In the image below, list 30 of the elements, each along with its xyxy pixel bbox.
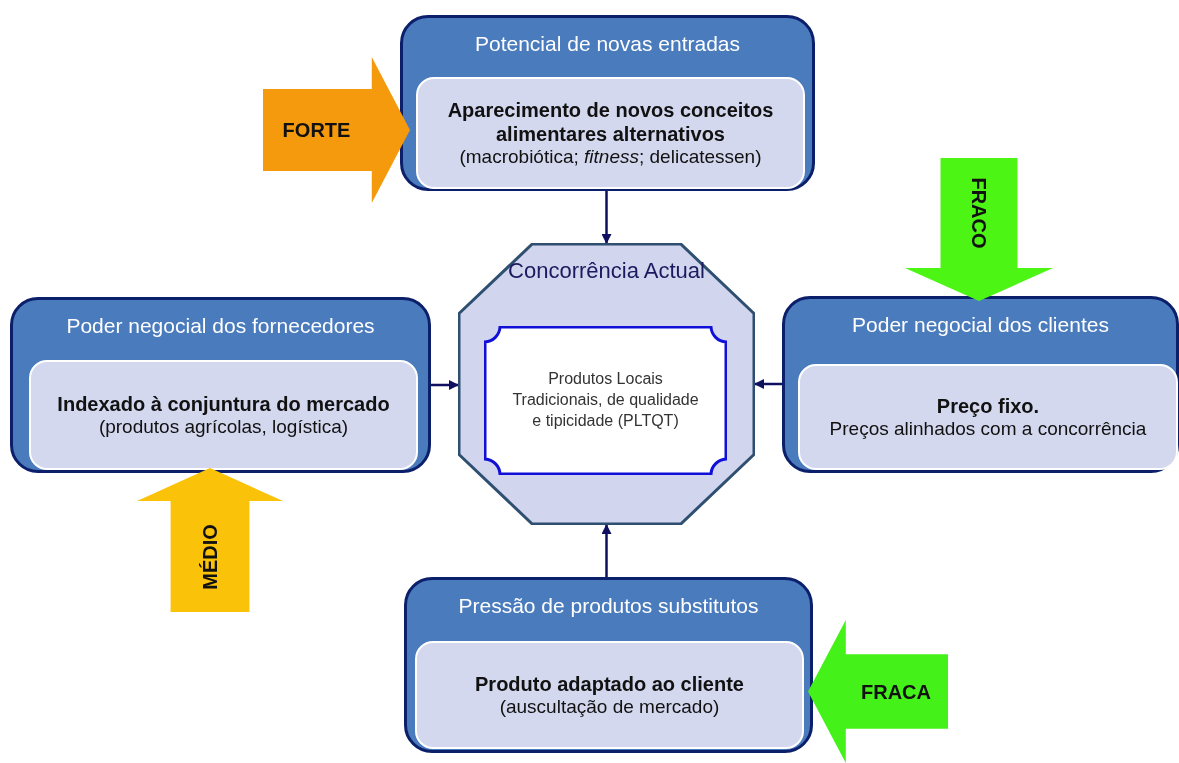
arrow [754, 379, 782, 389]
strength-label: FRACO [967, 176, 991, 249]
panel-heading: Produto adaptado ao cliente [475, 671, 744, 696]
panel-text: (macrobiótica; fitness; delicatessen) [459, 145, 762, 169]
octagon-heading: Concorrência Actual [507, 257, 706, 285]
frame-text: Produtos Locais Tradicionais, de qualidade e tipicidade (PLTQT) [511, 369, 700, 431]
panel-heading: Aparecimento de novos conceitos alimentares alternativos [446, 97, 775, 146]
panel-text: (produtos agrícolas, logística) [98, 415, 349, 439]
content-panel [416, 77, 805, 189]
strength-label: MÉDIO [198, 524, 222, 590]
strength-label: FORTE [282, 118, 351, 143]
panel-heading: Preço fixo. [936, 393, 1040, 418]
force-box [10, 297, 431, 473]
content-panel [29, 360, 418, 470]
arrow [601, 524, 612, 577]
panel-heading: Indexado à conjuntura do mercado [57, 391, 390, 416]
force-box [782, 296, 1179, 473]
force-box [404, 577, 813, 753]
content-panel [798, 364, 1178, 470]
box-heading: Poder negocial dos clientes [851, 312, 1110, 338]
box-heading: Pressão de produtos substitutos [457, 593, 760, 619]
strength-label: FRACA [861, 679, 931, 705]
box-heading: Potencial de novas entradas [474, 31, 741, 57]
content-panel [415, 641, 804, 749]
panel-text: (auscultação de mercado) [499, 695, 720, 719]
arrow [601, 191, 612, 244]
box-heading: Poder negocial dos fornecedores [65, 313, 376, 339]
arrow [431, 380, 459, 390]
panel-text: Preços alinhados com a concorrência [829, 417, 1147, 441]
force-box [400, 15, 815, 191]
